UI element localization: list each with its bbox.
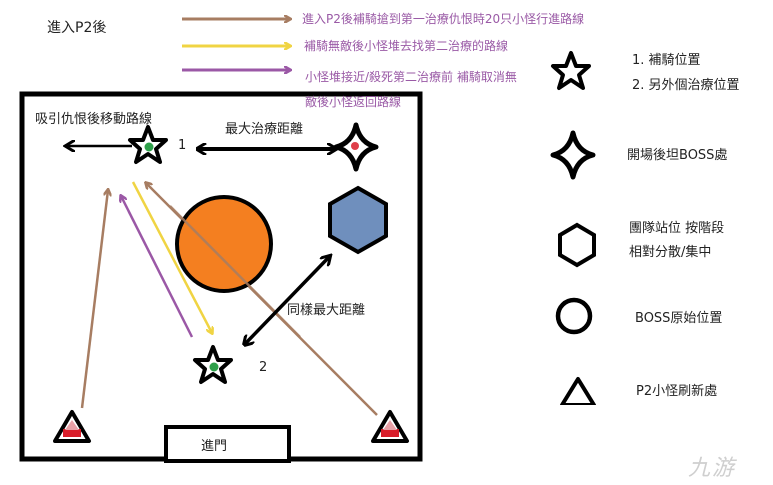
legend-five-point-star-icon: [551, 51, 591, 90]
same-max-distance-arrow: [244, 256, 330, 345]
spawn-triangle-right-icon: [371, 410, 409, 443]
spawn-triangle-left-icon: [53, 410, 91, 443]
same-max-distance-label: 同樣最大距離: [287, 303, 366, 318]
healer-1-star-icon: [128, 125, 168, 164]
aggro-move-label: 吸引仇恨後移動路線: [35, 112, 153, 127]
healer-2-star-icon: [193, 345, 233, 384]
legend-four-star-text: 開場後坦BOSS處: [627, 148, 728, 163]
legend-circle-text: BOSS原始位置: [635, 311, 723, 326]
legend-hexagon-icon: [558, 222, 596, 268]
door-label: 進門: [201, 439, 228, 454]
healer-1-label: 1: [178, 138, 187, 153]
legend-hexagon-line-1: 團隊站位 按階段: [629, 221, 725, 236]
boss-original-position: [175, 195, 273, 293]
route-legend-purple-text-1: 小怪堆接近/殺死第二治療前 補騎取消無: [305, 70, 517, 84]
legend-triangle-text: P2小怪刷新處: [636, 384, 718, 399]
diagram-title: 進入P2後: [47, 20, 107, 36]
raid-position-hexagon: [328, 185, 388, 255]
legend-hexagon-line-2: 相對分散/集中: [629, 245, 712, 260]
purple-route: [121, 196, 194, 338]
brown-route-left: [80, 190, 108, 409]
watermark: 九游: [688, 456, 737, 481]
legend-four-point-star-icon: [550, 130, 596, 180]
healer-2-label: 2: [259, 360, 268, 375]
max-heal-distance-label: 最大治療距離: [225, 122, 304, 137]
legend-star-line-2: 2. 另外個治療位置: [632, 78, 740, 93]
route-legend-brown-text: 進入P2後補騎搶到第一治療仇恨時20只小怪行進路線: [302, 12, 585, 26]
door-box: [164, 425, 291, 463]
legend-circle-icon: [555, 297, 593, 335]
yellow-route: [131, 181, 212, 333]
legend-triangle-icon: [552, 377, 612, 425]
route-legend-yellow-text: 補騎無敵後小怪堆去找第二治療的路線: [304, 39, 509, 53]
boss-tank-start-icon: [333, 122, 379, 172]
route-legend-purple-text-2: 敵後小怪返回路線: [305, 95, 402, 109]
legend-star-line-1: 1. 補騎位置: [632, 53, 701, 68]
